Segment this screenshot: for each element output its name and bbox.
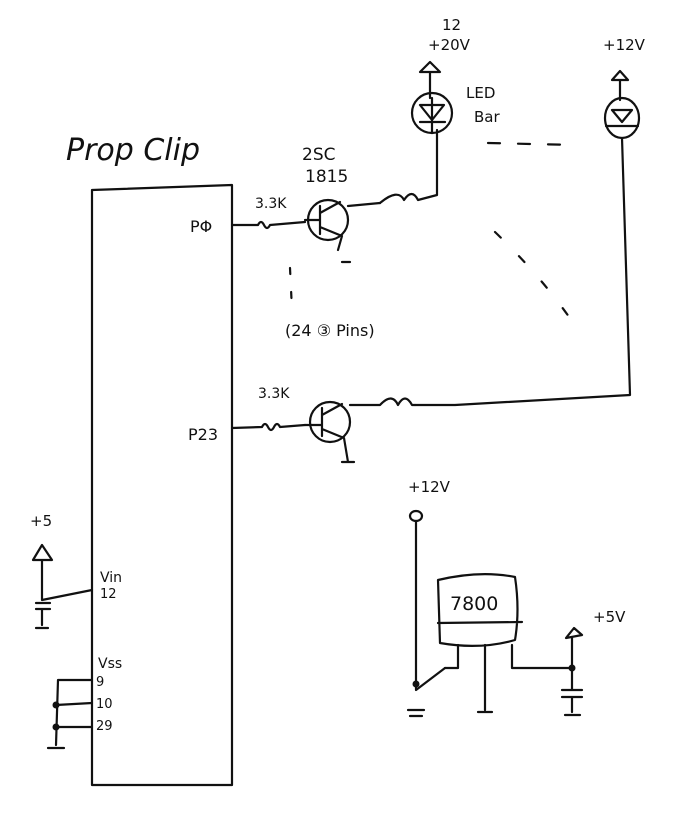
vss-ground-wiring	[46, 678, 94, 750]
led-bar-label-line2: Bar	[474, 108, 500, 126]
supply-arrow-2	[610, 69, 630, 102]
continuation-dots-vertical	[288, 266, 294, 312]
led-2	[413, 96, 641, 407]
regulator-input-terminal	[408, 509, 424, 523]
regulator-output-label: +5V	[593, 608, 626, 626]
pin-number-vss-1: 9	[96, 675, 104, 690]
led-supply2-label: +12V	[603, 36, 646, 54]
regulator-input-label: +12V	[408, 478, 451, 496]
vin-supply-wiring	[31, 543, 94, 630]
transistor-q1	[303, 198, 382, 264]
junction-dot	[52, 701, 60, 709]
led-supply1-number: 12	[442, 16, 461, 34]
resistor-r2-label: 3.3K	[258, 386, 290, 402]
pin-label-vin: Vin	[100, 570, 122, 586]
diagram-title: Prop Clip	[66, 133, 200, 168]
resistor-r2	[230, 422, 307, 432]
led-bar-label-line1: LED	[466, 84, 495, 102]
continuation-dots-top	[486, 141, 577, 147]
pin-number-vss-2: 10	[96, 697, 113, 712]
junction-dot	[568, 664, 576, 672]
pin-range-note: (24 ③ Pins)	[285, 321, 375, 340]
pin-label-vss: Vss	[98, 656, 122, 672]
led-supply1-label: +20V	[428, 36, 471, 54]
resistor-r1-label: 3.3K	[255, 196, 287, 212]
continuation-dots-diagonal	[493, 230, 580, 332]
junction-dot	[52, 723, 60, 731]
pin-label-p23: P23	[188, 425, 218, 444]
transistor-q2	[303, 397, 417, 464]
pin-number-vin: 12	[100, 587, 117, 602]
resistor-r1	[230, 220, 307, 230]
transistor-part-line1: 2SC	[302, 145, 335, 165]
led-1	[410, 91, 454, 135]
pin-label-p0: PΦ	[190, 217, 212, 236]
regulator-input-wire	[406, 519, 447, 718]
regulator-output-wiring	[560, 626, 584, 717]
propclip-chip-body	[90, 183, 234, 787]
junction-dot	[412, 680, 420, 688]
pin-number-vss-3: 29	[96, 719, 113, 734]
supply-plus5-label: +5	[30, 512, 52, 530]
regulator-7800	[436, 573, 574, 714]
wire-q1-to-led1	[378, 128, 439, 205]
transistor-part-line2: 1815	[305, 167, 348, 187]
regulator-part-label: 7800	[450, 593, 498, 615]
